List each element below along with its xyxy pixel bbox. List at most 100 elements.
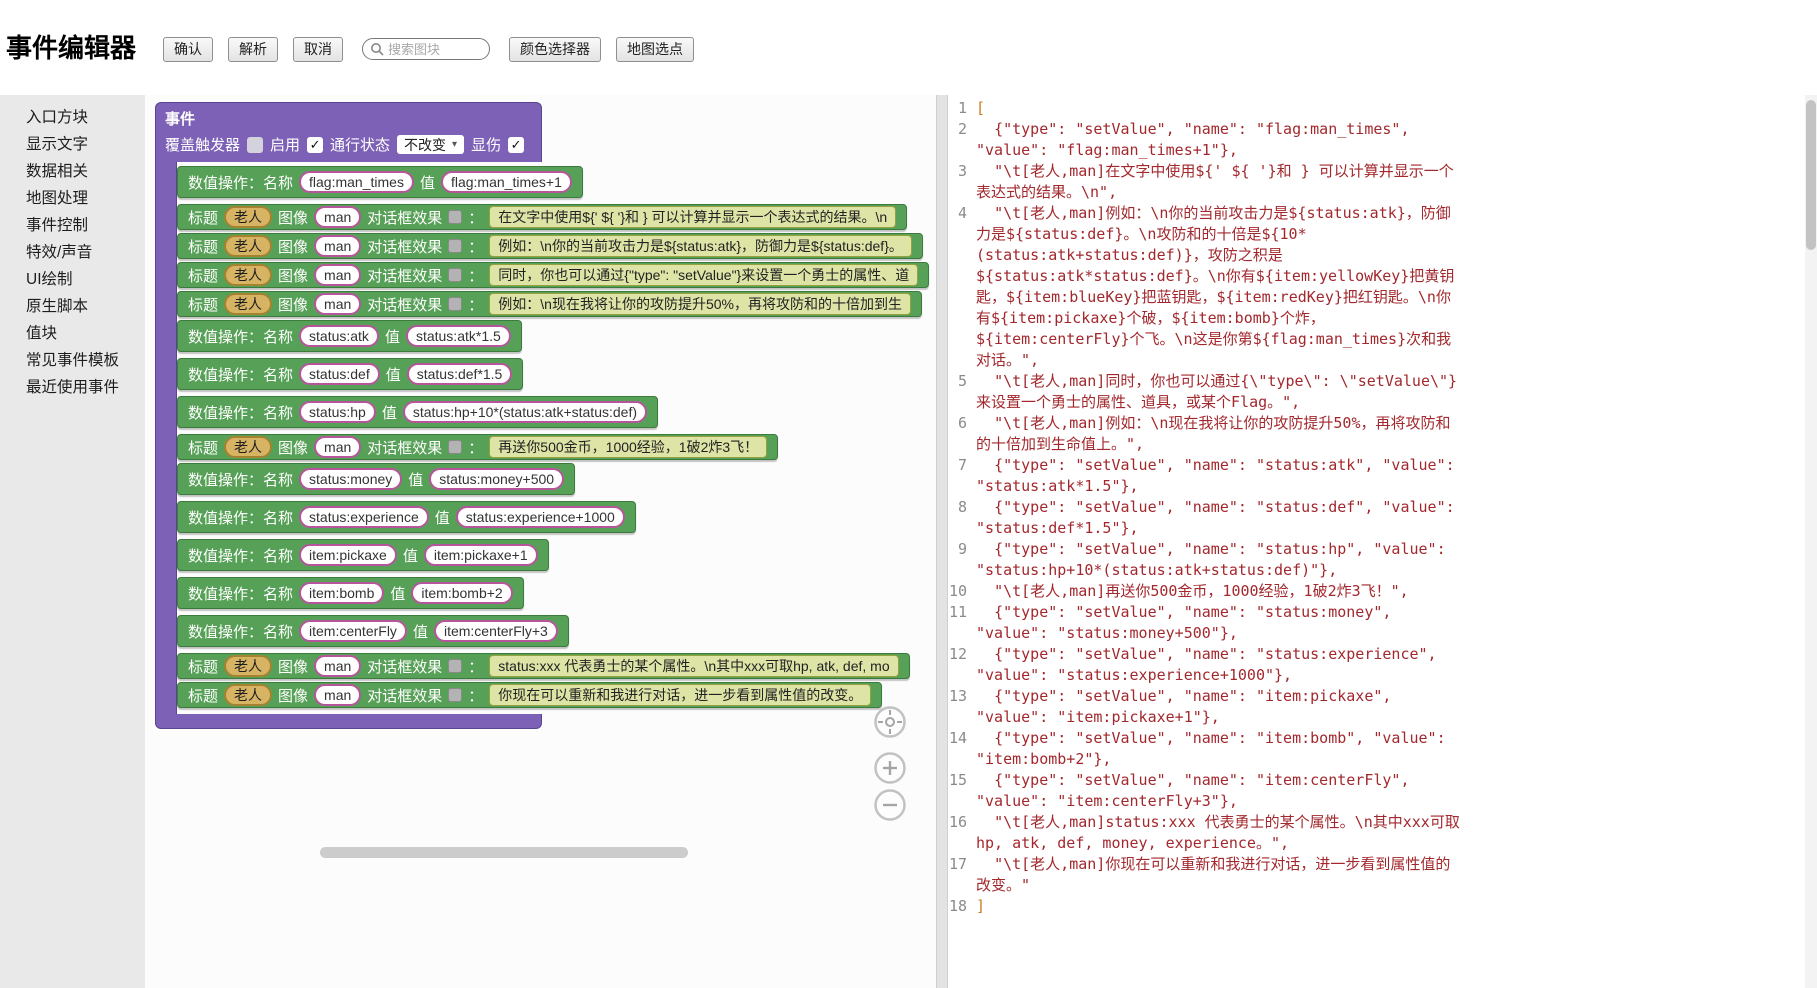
value-field[interactable]: status:def*1.5 [406,363,513,385]
sidebar-item[interactable]: 数据相关 [26,163,89,180]
sidebar-item[interactable]: UI绘制 [26,271,73,288]
image-field[interactable]: man [314,684,362,706]
value-field[interactable]: item:centerFly+3 [433,620,558,642]
effect-checkbox[interactable] [448,239,463,253]
title-field[interactable]: 老人 [224,264,273,286]
name-field[interactable]: status:atk [299,325,379,347]
name-field[interactable]: status:hp [299,401,376,423]
pass-state-dropdown[interactable]: 不改变 ▾ [397,135,465,154]
cancel-button[interactable]: 取消 [293,36,343,62]
parse-button[interactable]: 解析 [228,36,278,62]
name-field[interactable]: status:def [299,363,380,385]
name-field[interactable]: item:pickaxe [299,544,397,566]
title-label: 标题 [188,658,219,676]
value-field[interactable]: item:pickaxe+1 [423,544,538,566]
sidebar-item[interactable]: 事件控制 [26,217,89,234]
sidebar-item[interactable]: 值块 [26,325,58,342]
sidebar-item[interactable]: 显示文字 [26,136,89,153]
text-field[interactable]: 再送你500金币，1000经验，1破2炸3飞！ [489,436,768,458]
color-picker-button[interactable]: 颜色选择器 [509,36,601,62]
sidebar-item[interactable]: 最近使用事件 [26,379,120,396]
effect-checkbox[interactable] [448,440,463,454]
title-field[interactable]: 老人 [224,436,273,458]
name-field[interactable]: status:money [299,468,403,490]
image-field[interactable]: man [314,235,362,257]
value-field[interactable]: status:atk*1.5 [405,325,511,347]
effect-checkbox[interactable] [448,210,463,224]
title-field[interactable]: 老人 [224,655,273,677]
effect-checkbox[interactable] [448,688,463,702]
title-field[interactable]: 老人 [224,293,273,315]
map-pick-button[interactable]: 地图选点 [616,36,694,62]
effect-checkbox[interactable] [448,297,463,311]
confirm-button[interactable]: 确认 [163,36,213,62]
name-field[interactable]: item:centerFly [299,620,407,642]
show-damage-checkbox[interactable]: ✓ [508,136,525,153]
code-line: 4 "\t[老人,man]例如：\n你的当前攻击力是${status:atk}，… [948,203,1817,371]
setvalue-label: 数值操作：名称 [188,623,294,641]
enable-checkbox[interactable]: ✓ [307,136,324,153]
sidebar-item[interactable]: 特效/声音 [26,244,93,261]
text-field[interactable]: 例如：\n现在我将让你的攻防提升50%，再将攻防和的十倍加到生 [489,293,911,315]
override-trigger-checkbox[interactable] [247,136,264,153]
code-line: 1[ [948,98,1817,119]
image-field[interactable]: man [314,206,362,228]
value-field[interactable]: status:experience+1000 [455,506,625,528]
name-field[interactable]: item:bomb [299,582,385,604]
name-field[interactable]: flag:man_times [299,171,414,193]
value-field[interactable]: status:money+500 [429,468,565,490]
code-scrollbar[interactable] [1805,95,1817,988]
text-field[interactable]: 例如：\n你的当前攻击力是${status:atk}，防御力是${status:… [489,235,912,257]
image-field[interactable]: man [314,264,362,286]
value-field[interactable]: flag:man_times+1 [440,171,572,193]
value-field[interactable]: item:bomb+2 [411,582,513,604]
image-field[interactable]: man [314,436,362,458]
text-field[interactable]: 你现在可以重新和我进行对话，进一步看到属性值的改变。 [489,684,872,706]
sidebar-item[interactable]: 地图处理 [26,190,89,207]
line-number: 9 [957,540,967,558]
sidebar-item[interactable]: 常见事件模板 [26,352,120,369]
value-field[interactable]: status:hp+10*(status:atk+status:def) [402,401,647,423]
text-field[interactable]: 在文字中使用${' ${ '}和 } 可以计算并显示一个表达式的结果。\n [489,206,897,228]
code-scrollbar-thumb[interactable] [1806,100,1816,250]
line-number: 7 [957,456,967,474]
title-field[interactable]: 老人 [224,235,273,257]
effect-checkbox[interactable] [448,268,463,282]
title-field[interactable]: 老人 [224,206,273,228]
text-field[interactable]: status:xxx 代表勇士的某个属性。\n其中xxx可取hp, atk, d… [489,655,899,677]
blockly-workspace[interactable]: 事件 覆盖触发器 启用 ✓ 通行状态 不改变 ▾ 显伤 ✓ 数值操作 [145,95,936,988]
value-label: 值 [381,404,397,422]
search-input[interactable] [362,38,490,60]
title-field[interactable]: 老人 [224,684,273,706]
workspace-horizontal-scrollbar[interactable] [320,847,688,858]
zoom-out-icon [874,789,906,821]
sidebar-item[interactable]: 入口方块 [26,109,89,126]
event-block[interactable]: 事件 覆盖触发器 启用 ✓ 通行状态 不改变 ▾ 显伤 ✓ 数值操作 [155,102,930,729]
sidebar-item[interactable]: 原生脚本 [26,298,89,315]
zoom-out-button[interactable] [873,788,907,822]
zoom-in-button[interactable] [873,751,907,785]
zoom-reset-button[interactable] [873,705,907,739]
effect-checkbox[interactable] [448,659,463,673]
text-field[interactable]: 同时，你也可以通过{"type": "setValue"}来设置一个勇士的属性、… [489,264,919,286]
image-field[interactable]: man [314,655,362,677]
name-field[interactable]: status:experience [299,506,429,528]
image-field[interactable]: man [314,293,362,315]
code-panel[interactable]: 1[2 {"type": "setValue", "name": "flag:m… [948,95,1817,988]
